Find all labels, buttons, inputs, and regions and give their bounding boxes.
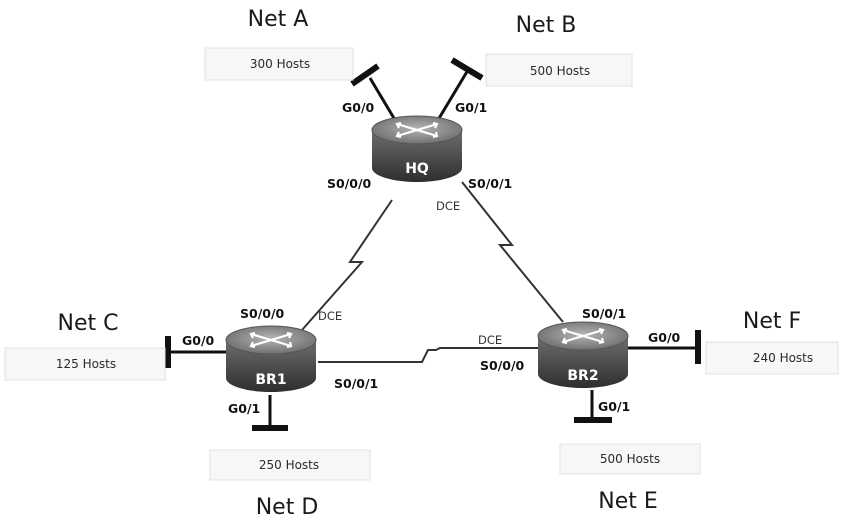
lan-bar-net-b [450, 57, 484, 81]
router-arrows-icon [249, 331, 293, 349]
net-a-hosts: 300 Hosts [250, 57, 310, 71]
net-b-name: Net B [516, 13, 577, 38]
ethernet-link-hq-net-b [433, 69, 470, 126]
net-c-name: Net C [58, 311, 119, 336]
net-b-hosts: 500 Hosts [530, 64, 590, 78]
iface-br1-s001: S0/0/1 [334, 376, 378, 391]
router-hq[interactable]: HQ [371, 115, 463, 182]
iface-hq-s000: S0/0/0 [327, 176, 372, 191]
iface-br2-s001: S0/0/1 [582, 306, 626, 321]
hosts-box-net-a [204, 47, 354, 81]
dce-label-hq-br2: DCE [436, 199, 460, 213]
dce-label-br1-br2: DCE [478, 333, 502, 347]
router-arrows-icon [561, 327, 605, 345]
serial-link-hq-br2 [461, 181, 564, 323]
iface-br2-s000: S0/0/0 [480, 358, 525, 373]
hosts-box-net-b [485, 53, 633, 87]
net-d-name: Net D [256, 495, 319, 520]
hosts-box-net-d [209, 449, 371, 481]
lan-bar-net-a [350, 63, 380, 87]
router-label-hq: HQ [405, 161, 429, 177]
iface-br2-g01: G0/1 [598, 399, 630, 414]
router-br1[interactable]: BR1 [225, 325, 317, 392]
router-br2[interactable]: BR2 [537, 321, 629, 388]
iface-hq-g00: G0/0 [342, 100, 375, 115]
hosts-box-net-e [559, 443, 701, 475]
hosts-box-net-f [705, 341, 839, 375]
router-label-br1: BR1 [255, 372, 286, 388]
net-d-hosts: 250 Hosts [259, 458, 319, 472]
net-e-hosts: 500 Hosts [600, 452, 660, 466]
iface-br2-g00: G0/0 [648, 330, 681, 345]
iface-br1-g01: G0/1 [228, 401, 260, 416]
ethernet-link-hq-net-a [368, 77, 400, 126]
net-c-hosts: 125 Hosts [56, 357, 116, 371]
net-e-name: Net E [598, 489, 658, 514]
net-f-name: Net F [743, 309, 801, 334]
net-f-hosts: 240 Hosts [753, 351, 813, 365]
router-label-br2: BR2 [567, 368, 598, 384]
hosts-box-net-c [4, 347, 166, 381]
iface-hq-g01: G0/1 [455, 100, 487, 115]
iface-hq-s001: S0/0/1 [468, 176, 512, 191]
iface-br1-s000: S0/0/0 [240, 306, 285, 321]
net-a-name: Net A [248, 7, 309, 32]
router-arrows-icon [395, 121, 439, 139]
serial-link-hq-br1 [301, 199, 393, 331]
dce-label-br1-hq: DCE [318, 309, 342, 323]
iface-br1-g00: G0/0 [182, 333, 215, 348]
serial-link-br1-br2 [318, 347, 540, 363]
